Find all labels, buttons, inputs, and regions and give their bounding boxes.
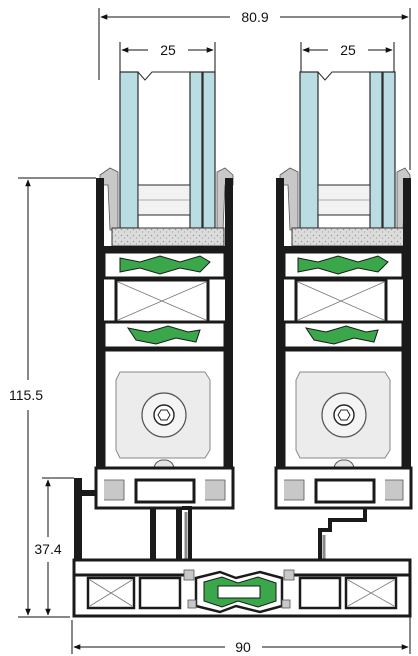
left-thermal-break-upper <box>119 255 211 275</box>
dimension-label-overall-top: 80.9 <box>241 9 268 25</box>
right-thermal-break-upper <box>297 255 389 275</box>
right-glazing-unit <box>299 71 396 229</box>
left-glazing-unit <box>119 71 216 229</box>
dimension-glass-right: 25 <box>300 42 395 80</box>
dimension-glass-left: 25 <box>119 42 216 80</box>
dimension-overall-top: 80.9 <box>98 8 411 170</box>
left-thermal-break-middle <box>126 325 201 345</box>
dimension-label-overall-bottom: 90 <box>235 639 251 655</box>
dimension-label-glass-left: 25 <box>160 42 176 58</box>
dimension-label-sill-height: 37.4 <box>34 541 61 557</box>
dimension-label-frame-height: 115.5 <box>9 387 43 403</box>
frame-sill <box>72 478 412 618</box>
left-setting-block <box>111 227 225 247</box>
dimension-frame-height: 115.5 <box>9 177 96 618</box>
dimension-overall-bottom: 90 <box>71 610 411 655</box>
dimension-label-glass-right: 25 <box>340 42 356 58</box>
dimension-sill-height: 37.4 <box>34 477 74 616</box>
right-setting-block <box>291 227 405 247</box>
right-sash <box>274 71 413 510</box>
right-thermal-break-middle <box>304 325 379 345</box>
left-sash <box>94 71 235 510</box>
